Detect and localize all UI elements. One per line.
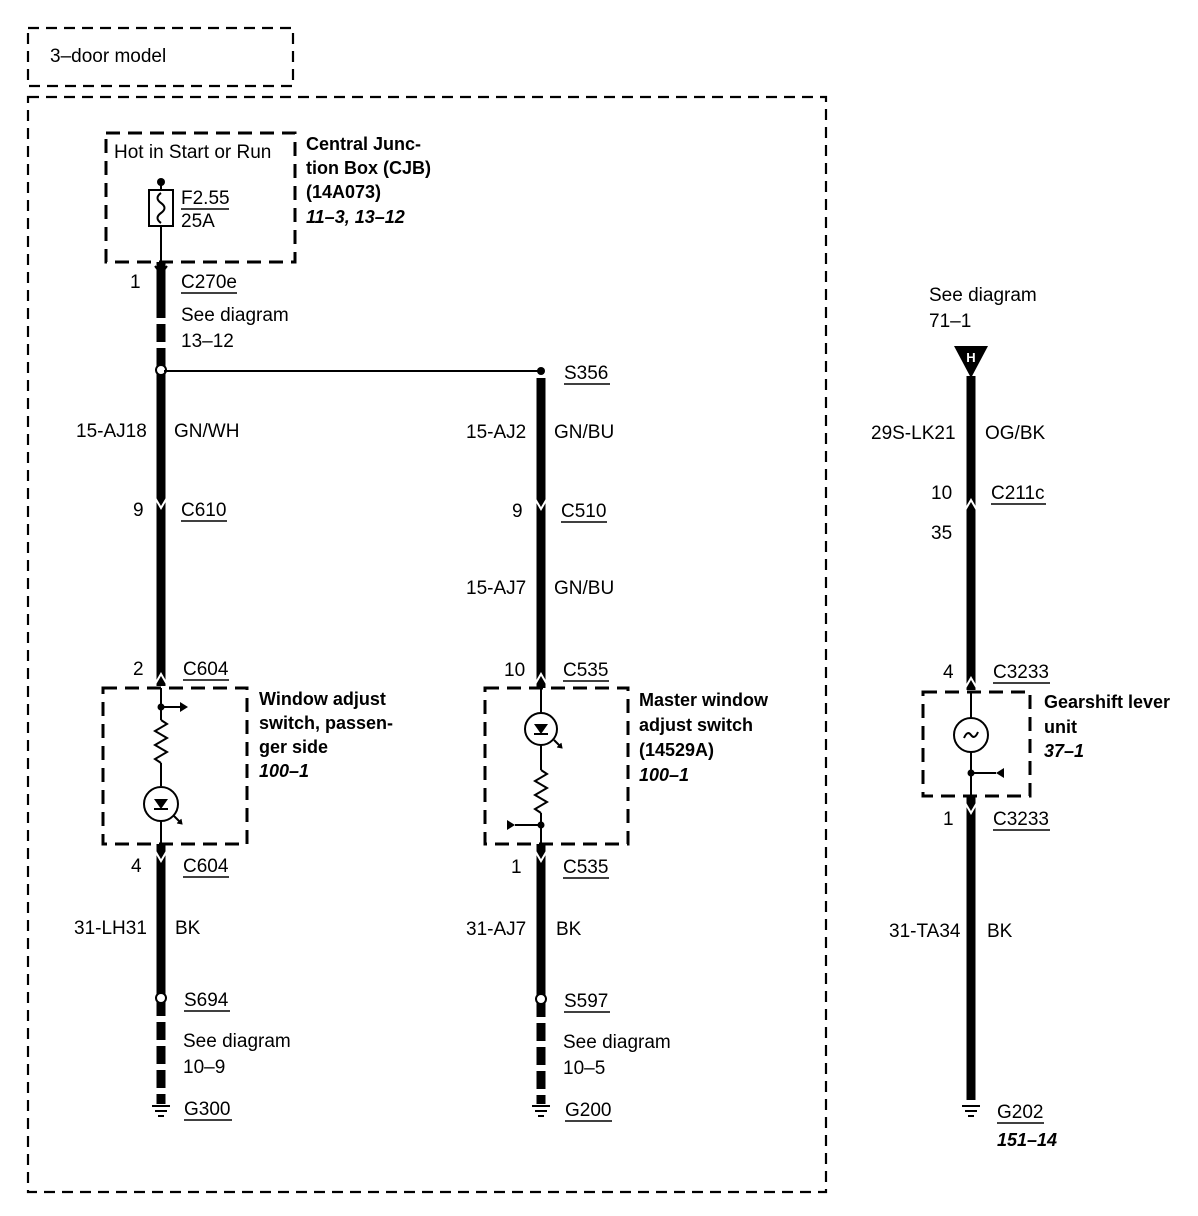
wire-color-middle-top: GN/BU [554,422,614,443]
passenger-switch-title-3: ger side [259,737,328,757]
pin-c510: 9 [512,501,523,522]
fuse-rating: 25A [181,211,215,232]
passenger-switch-box [101,686,249,846]
pin-c211c: 10 [931,483,952,504]
ground-g200: G200 [565,1100,611,1121]
wire-id-left-top: 15-AJ18 [76,421,147,442]
master-switch-title-1: Master window [639,690,769,710]
see-diagram-left-bottom: See diagram [183,1031,291,1052]
wire-id-right-bottom: 31-TA34 [889,921,961,942]
ground-icon [152,1105,170,1117]
connector-c610: C610 [181,500,226,521]
connector-h-icon [954,346,988,378]
see-diagram-right: See diagram [929,285,1037,306]
wire-color-left-top: GN/WH [174,421,239,442]
pin-c535-bottom: 1 [511,857,522,878]
connector-c604-top: C604 [183,659,229,680]
model-label: 3–door model [50,46,166,67]
pin-c604-top: 2 [133,659,144,680]
pin-35: 35 [931,523,952,544]
pin-c535-top: 10 [504,660,525,681]
connector-c270e: C270e [181,272,237,293]
gearshift-unit-title-2: unit [1044,717,1077,737]
splice-node [537,367,545,375]
arrow-left-icon [996,768,1004,778]
pin-c3233-top: 4 [943,662,954,683]
gearshift-unit-title-1: Gearshift lever [1044,692,1170,712]
master-switch-ref: 100–1 [639,765,689,785]
model-label-box [26,26,295,88]
connector-h-letter: H [966,350,975,365]
see-ref-middle-bottom: 10–5 [563,1058,605,1079]
cjb-title-2: tion Box (CJB) [306,158,431,178]
connector-c3233-bottom: C3233 [993,809,1049,830]
passenger-switch-title-2: switch, passen- [259,713,393,733]
wire-color-left-bottom: BK [175,918,201,939]
gearshift-unit-box [921,690,1032,798]
model-outline-box [26,95,828,1194]
pin-c604-bottom: 4 [131,856,142,877]
see-diagram-middle-bottom: See diagram [563,1032,671,1053]
connector-c604-bottom: C604 [183,856,229,877]
ground-icon [532,1105,550,1117]
resistor-icon [153,719,169,764]
splice-node [535,993,547,1005]
ground-g202: G202 [997,1102,1043,1123]
ground-g300: G300 [184,1099,230,1120]
master-switch-part-number: (14529A) [639,740,714,760]
wire-color-middle-mid: GN/BU [554,578,614,599]
arrow-right-icon [507,820,515,830]
connector-c535-top: C535 [563,660,608,681]
wire-id-left-bottom: 31-LH31 [74,918,147,939]
ground-icon [962,1105,980,1117]
fuse-icon [148,189,174,227]
splice-node [155,992,167,1004]
cjb-box [104,131,297,264]
arrow-right-icon [180,702,188,712]
splice-s356: S356 [564,363,608,384]
passenger-switch-title-1: Window adjust [259,689,386,709]
wire-color-right-top: OG/BK [985,423,1046,444]
connector-c535-bottom: C535 [563,857,608,878]
cjb-ref: 11–3, 13–12 [306,207,405,227]
see-ref-left-bottom: 10–9 [183,1057,225,1078]
connector-c3233-top: C3233 [993,662,1049,683]
passenger-switch-ref: 100–1 [259,761,309,781]
pin-c270e: 1 [130,272,141,293]
cjb-title-1: Central Junc- [306,134,421,154]
splice-s597: S597 [564,991,608,1012]
see-ref-left-top: 13–12 [181,331,234,352]
cjb-part-number: (14A073) [306,182,381,202]
fuse-id: F2.55 [181,188,230,209]
pin-c610: 9 [133,500,144,521]
gearshift-unit-ref: 37–1 [1044,741,1084,761]
connector-c510: C510 [561,501,606,522]
wire-id-middle-mid: 15-AJ7 [466,578,526,599]
pin-c3233-bottom: 1 [943,809,954,830]
wire-color-right-bottom: BK [987,921,1013,942]
wire-id-middle-top: 15-AJ2 [466,422,526,443]
wire-id-right-top: 29S-LK21 [871,423,956,444]
wire-id-middle-bottom: 31-AJ7 [466,919,526,940]
wire-color-middle-bottom: BK [556,919,582,940]
see-diagram-left-top: See diagram [181,305,289,326]
master-switch-box [483,686,630,846]
resistor-icon [533,769,549,814]
splice-s694: S694 [184,990,229,1011]
master-switch-title-2: adjust switch [639,715,753,735]
cjb-hot-label: Hot in Start or Run [114,142,271,163]
cjb-fuse-node [157,178,165,186]
see-ref-right: 71–1 [929,311,971,332]
ground-g202-ref: 151–14 [997,1130,1057,1150]
connector-c211c: C211c [991,483,1045,504]
